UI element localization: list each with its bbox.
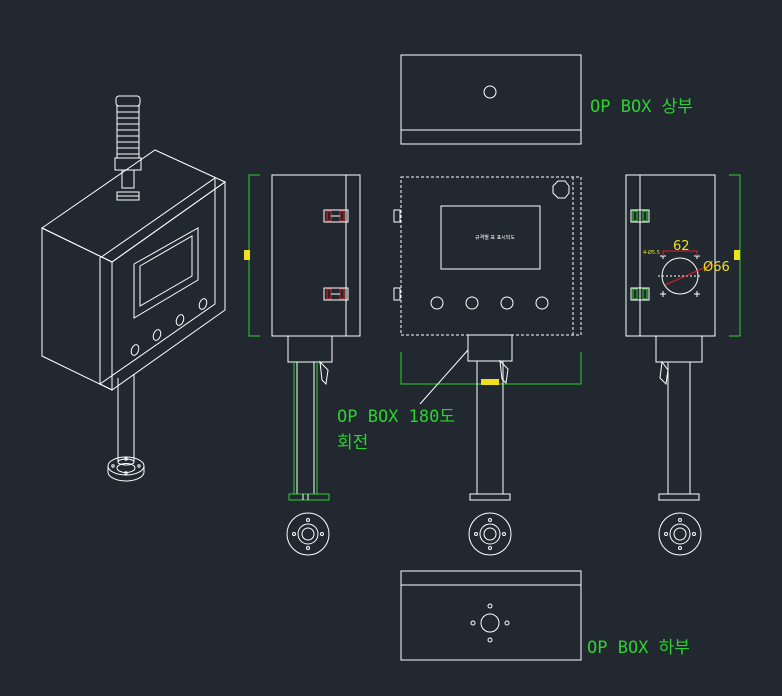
hole-diameter-dimension: Ø66 — [703, 260, 730, 275]
right-hinge-top — [630, 209, 650, 223]
rotation-note-line2: 회전 — [337, 433, 369, 453]
bottom-view-label: OP BOX 하부 — [587, 638, 690, 658]
right-side-view: 4-Ø5.5 62 Ø66 — [625, 174, 741, 501]
left-hinge-top — [323, 209, 349, 223]
cable-hole: 4-Ø5.5 62 Ø66 — [643, 239, 730, 297]
left-hinge-bottom — [323, 287, 349, 301]
bottom-view — [400, 570, 582, 661]
flange-left — [286, 512, 330, 556]
hole-spacing-dimension: 62 — [673, 239, 690, 254]
rotation-note-line1: OP BOX 180도 — [337, 407, 455, 427]
isometric-box — [41, 149, 226, 391]
tower-lamp — [114, 95, 142, 201]
svg-text:규격별 표 표시되도: 규격별 표 표시되도 — [475, 234, 515, 241]
top-view — [400, 54, 582, 145]
isometric-view — [41, 95, 226, 482]
svg-text:4-Ø5.5: 4-Ø5.5 — [643, 249, 660, 256]
left-side-view — [244, 174, 361, 501]
isometric-stand — [107, 374, 145, 482]
flange-center — [468, 512, 512, 556]
front-view: 규격별 표 표시되도 — [393, 176, 582, 501]
right-hinge-bottom — [630, 287, 650, 301]
flange-right — [658, 512, 702, 556]
top-view-label: OP BOX 상부 — [590, 97, 693, 117]
